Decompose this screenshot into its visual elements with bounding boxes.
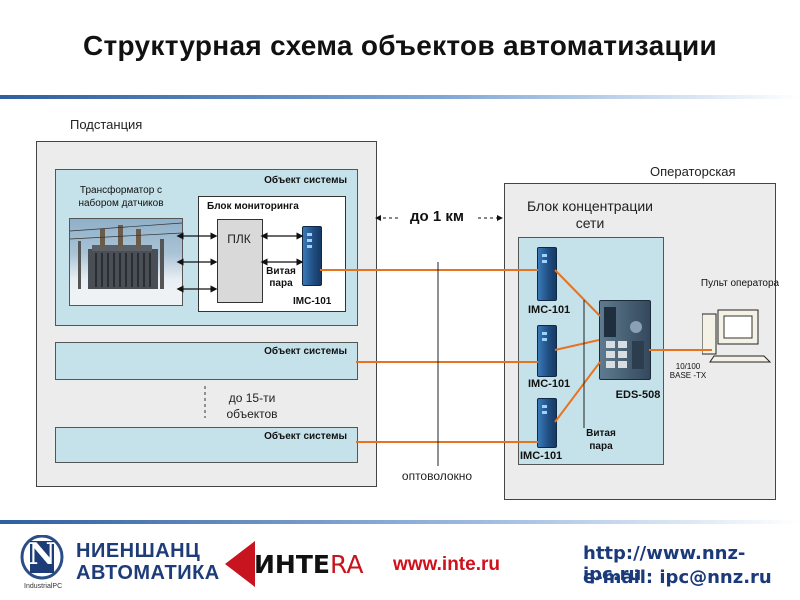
nienshants-logo-icon [20,534,64,580]
distance-label: до 1 км [410,208,464,225]
nnz-email-link[interactable]: e-mail: ipc@nnz.ru [583,567,772,588]
computer-icon [701,309,772,363]
system-object-3 [55,427,358,463]
plc-imc-cables [260,232,304,266]
network-concentrator-label: Блок концентрации сети [527,198,653,231]
page-title: Структурная схема объектов автоматизации [82,30,718,61]
imc-101-label-2: IMC-101 [528,378,571,390]
imc-101-device-2 [537,325,557,377]
fiber-optic-lines [320,269,712,443]
eds-508-label: EDS-508 [615,389,661,401]
operator-console-label: Пульт оператора [700,278,780,289]
industrial-pc-label: IndustrialPC [24,583,63,590]
eds-508-switch [599,300,651,380]
imc-101-device-1 [537,247,557,301]
intera-logo-mark [225,541,255,587]
imc-101-label-1: IMC-101 [528,304,571,316]
intera-logo-part-2: RA [329,550,364,579]
plc-label: ПЛК [227,232,251,246]
operator-room-label: Операторская [650,164,736,179]
intera-website-link[interactable]: www.inte.ru [393,554,500,575]
nienshants-logo-letter: N [28,537,56,572]
sensor-cables [176,232,218,293]
twisted-pair-label-operator: Витая пара [586,428,616,452]
switch-ports-icon [604,307,644,369]
intera-triangle-icon [225,541,255,587]
nienshants-line-1: НИЕНШАНЦ [76,540,201,562]
twisted-pair-label-substation: Витая пара [266,266,296,289]
footer-divider [0,520,800,524]
transformer-icon [70,222,182,305]
monitoring-block-label: Блок мониторинга [207,201,299,212]
intera-logo-part-1: ИНТЕ [254,550,330,579]
imc-101-substation-label: IMC-101 [293,296,332,307]
system-object-2 [55,342,358,380]
header-divider [0,95,800,99]
nnz-website-link[interactable]: http://www.nnz-ipc.ru [583,543,746,585]
transformer-label: Трансформатор с набором датчиков [78,185,164,209]
fiber-optic-label: оптоволокно [401,469,473,483]
transformer-photo [69,218,183,306]
imc-101-label-3: IMC-101 [520,450,563,462]
system-object-3-label: Объект системы [264,431,347,442]
substation-label: Подстанция [70,117,143,132]
imc-101-device-3 [537,398,557,448]
link-speed-label: 10/100 BASE -TX [669,362,707,380]
nienshants-line-2: АВТОМАТИКА [76,562,220,584]
intera-logo-text: ИНТЕRA [254,550,363,579]
system-object-1-label: Объект системы [264,175,347,186]
nienshants-logo-mark [20,534,64,585]
imc-101-substation-device [302,226,322,286]
up-to-15-objects-label: до 15-ти объектов [226,391,278,421]
operator-console-computer [701,306,774,364]
system-object-2-label: Объект системы [264,346,347,357]
nienshants-logo-text: НИЕНШАНЦ АВТОМАТИКА [76,540,220,584]
